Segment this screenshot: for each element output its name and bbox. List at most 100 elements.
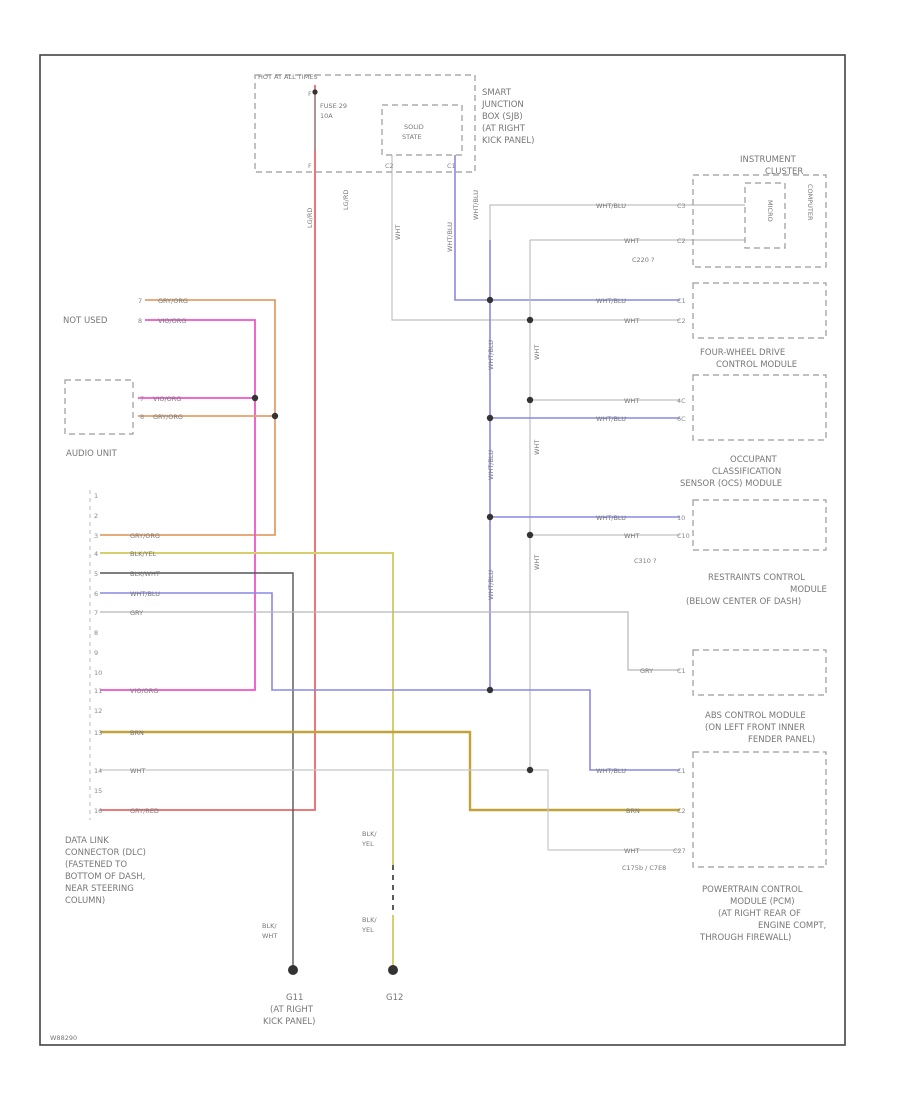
- pin-pcm-2: C2: [677, 807, 686, 815]
- ground-g12-icon: [388, 965, 398, 975]
- wire-label-g12-upper-2: YEL: [361, 840, 374, 848]
- pcm-label-1: POWERTRAIN CONTROL: [702, 885, 803, 895]
- wire-label-bus-blu-2: WHT/BLU: [487, 450, 495, 480]
- pin-rcm-2: C10: [677, 532, 690, 540]
- ocs-label-1: OCCUPANT: [730, 455, 778, 465]
- pin-fwd-2: C2: [677, 317, 686, 325]
- instrument-cluster-label-2: CLUSTER: [765, 167, 803, 177]
- fuse-terminal-top: [312, 89, 318, 95]
- instrument-cluster-label-1: INSTRUMENT: [740, 155, 797, 165]
- junction-dot: [526, 316, 534, 324]
- wire-label-rcm-1: WHT/BLU: [596, 514, 626, 522]
- junction-dot: [271, 412, 279, 420]
- ground-g12-label: G12: [386, 993, 403, 1003]
- pin-audio-1: 7: [140, 395, 144, 403]
- rcm-label-2: MODULE: [790, 585, 827, 595]
- pin-nu-2: 8: [138, 317, 142, 325]
- rcm-label-3: (BELOW CENTER OF DASH): [686, 597, 801, 607]
- dlc-label-6: COLUMN): [65, 896, 105, 906]
- rcm-label-1: RESTRAINTS CONTROL: [708, 573, 805, 583]
- smart-junction-label-1: SMART: [482, 88, 512, 98]
- pcm-box: [692, 751, 827, 868]
- fwd-label-1: FOUR-WHEEL DRIVE: [700, 348, 785, 358]
- wire-blk-yel: [100, 552, 394, 865]
- smart-junction-box: [254, 74, 476, 173]
- wire-label-fwd-1: WHT/BLU: [596, 297, 626, 305]
- rcm-box: [692, 499, 827, 551]
- wire-label-vio-org-2: VIO/ORG: [153, 395, 181, 403]
- pin-pcm-3: C27: [673, 847, 686, 855]
- dlc-pin-14: 14: [94, 767, 102, 775]
- pin-fuse-top: F: [308, 90, 312, 98]
- wire-label-g12-lower-2: YEL: [361, 926, 374, 934]
- dlc-pin-8: 8: [94, 629, 98, 637]
- diagram-frame: [39, 54, 846, 1046]
- wire-ic-wht-blu: [489, 204, 690, 240]
- fuse-label-2: 10A: [320, 112, 333, 120]
- ic-micro-label: MICRO: [766, 200, 774, 222]
- wire-label-dlc-4: BLK/YEL: [130, 550, 157, 558]
- wire-label-ocs-1: WHT: [624, 397, 639, 405]
- dlc-pin-3: 3: [94, 532, 98, 540]
- dlc-label-4: BOTTOM OF DASH,: [65, 872, 145, 882]
- pin-fwd-1: C1: [677, 297, 686, 305]
- wire-label-bus-wht-1: WHT: [533, 345, 541, 360]
- wire-label-bus-blu-1: WHT/BLU: [487, 340, 495, 370]
- ocs-module-box: [692, 374, 827, 441]
- wire-label-g11-2: WHT: [262, 932, 277, 940]
- pin-ic-2: C2: [677, 237, 686, 245]
- hot-at-all-times-label: HOT AT ALL TIMES: [258, 73, 318, 81]
- smart-junction-label-5: KICK PANEL): [482, 136, 534, 146]
- wire-label-bus-wht-2: WHT: [533, 440, 541, 455]
- wire-label-dlc-14: WHT: [130, 767, 145, 775]
- wire-label-bus-blu-3: WHT/BLU: [487, 570, 495, 600]
- wire-label-dlc-6: WHT/BLU: [130, 590, 160, 598]
- wire-label-dlc-3: GRY/ORG: [130, 532, 160, 540]
- wire-sjb-wht: [391, 155, 680, 321]
- wire-blk-wht: [100, 572, 294, 968]
- wire-label-fwd-2: WHT: [624, 317, 639, 325]
- pin-abs-1: C1: [677, 667, 686, 675]
- pin-rcm-1: 10: [677, 514, 685, 522]
- wire-lg-rd: [100, 85, 316, 811]
- junction-dot: [486, 296, 494, 304]
- abs-module-box: [692, 649, 827, 696]
- dlc-label-3: (FASTENED TO: [65, 860, 127, 870]
- wire-wht-blu-dlc: [100, 592, 680, 771]
- wire-sjb-wht-blu: [454, 155, 680, 301]
- ground-g11-icon: [288, 965, 298, 975]
- wire-label-dlc-13: BRN: [130, 729, 144, 737]
- dlc-pin-6: 6: [94, 590, 98, 598]
- dlc-pin-9: 9: [94, 649, 98, 657]
- pcm-connector-label: C175b / C7E8: [622, 864, 666, 872]
- dlc-label-2: CONNECTOR (DLC): [65, 848, 146, 858]
- pin-ss-left: C2: [385, 162, 394, 170]
- instrument-cluster-box: [692, 174, 827, 268]
- fwd-control-module-box: [692, 282, 827, 339]
- abs-label-1: ABS CONTROL MODULE: [705, 711, 806, 721]
- wire-label-pcm-1: BRN: [626, 807, 640, 815]
- dlc-pin-15: 15: [94, 787, 102, 795]
- junction-dot: [526, 396, 534, 404]
- wire-label-dlc-7: GRY: [130, 609, 143, 617]
- dlc-label-5: NEAR STEERING: [65, 884, 134, 894]
- wire-label-dlc-16: GRY/RED: [130, 807, 159, 815]
- junction-dot: [486, 414, 494, 422]
- wire-label-abs-1: GRY: [640, 667, 653, 675]
- wire-label-sjb-1: LG/RD: [306, 208, 314, 228]
- dlc-pin-13: 13: [94, 729, 102, 737]
- dlc-pin-7: 7: [94, 609, 98, 617]
- audio-unit-box: [64, 379, 134, 435]
- pcm-label-5: THROUGH FIREWALL): [699, 933, 791, 943]
- pin-audio-2: 8: [140, 413, 144, 421]
- dlc-pin-1: 1: [94, 492, 98, 500]
- pcm-label-3: (AT RIGHT REAR OF: [718, 909, 801, 919]
- wire-label-bus-wht-3: WHT: [533, 555, 541, 570]
- pin-nu-1: 7: [138, 297, 142, 305]
- smart-junction-label-2: JUNCTION: [481, 100, 524, 110]
- abs-label-3: FENDER PANEL): [748, 735, 815, 745]
- dlc-pin-5: 5: [94, 570, 98, 578]
- pcm-label-4: ENGINE COMPT,: [758, 921, 826, 931]
- abs-label-2: (ON LEFT FRONT INNER: [705, 723, 805, 733]
